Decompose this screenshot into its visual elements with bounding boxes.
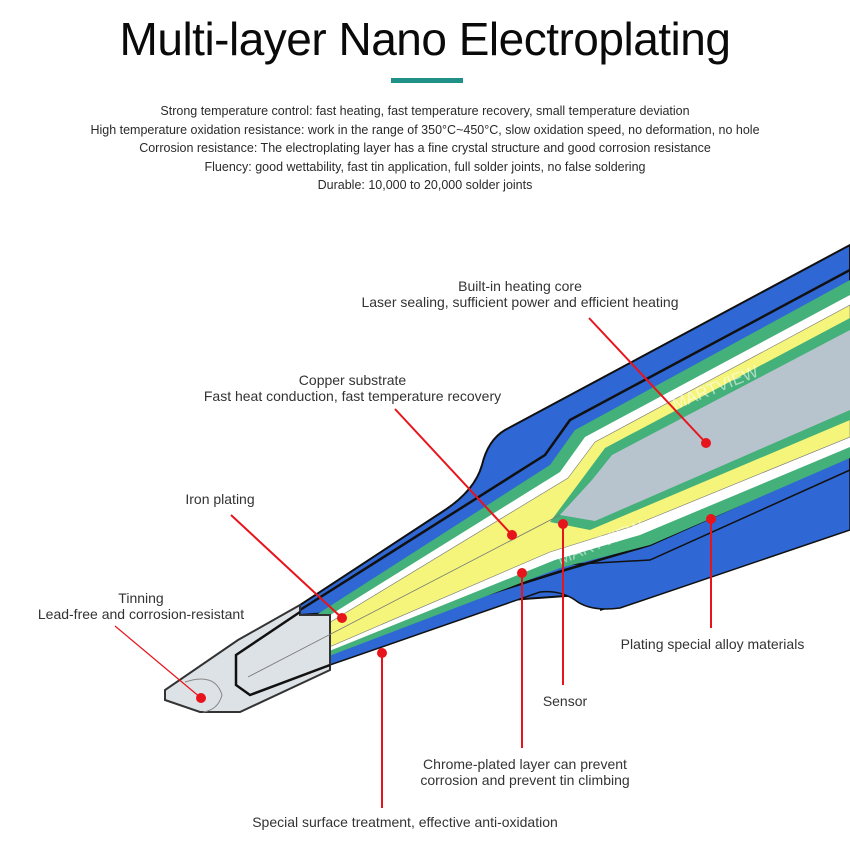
callout-dot-alloy — [706, 514, 716, 524]
callout-dot-tinning — [196, 693, 206, 703]
tinning-tip — [164, 603, 331, 713]
callout-sensor: Sensor — [525, 693, 605, 709]
callout-heating-core-desc: Laser sealing, sufficient power and effi… — [361, 294, 679, 310]
callout-heating-core: Built-in heating core Laser sealing, suf… — [300, 278, 740, 310]
callout-alloy: Plating special alloy materials — [590, 636, 835, 652]
callout-dot-sensor — [558, 519, 568, 529]
tip-centerline — [247, 514, 561, 678]
callout-surface: Special surface treatment, effective ant… — [200, 814, 610, 830]
title-underline — [391, 78, 463, 83]
callout-alloy-title: Plating special alloy materials — [620, 636, 805, 652]
feature-oxidation-resistance: High temperature oxidation resistance: w… — [90, 122, 760, 137]
callout-line-iron — [230, 514, 343, 619]
callout-copper-title: Copper substrate — [298, 372, 407, 388]
shell-inner-line — [299, 268, 850, 612]
callout-tinning: Tinning Lead-free and corrosion-resistan… — [0, 590, 282, 622]
callout-surface-title: Special surface treatment, effective ant… — [252, 814, 558, 830]
callout-chrome-title: Chrome-plated layer can prevent — [423, 756, 627, 772]
callout-tinning-desc: Lead-free and corrosion-resistant — [37, 606, 245, 622]
callout-chrome-desc: corrosion and prevent tin climbing — [420, 772, 630, 788]
feature-fluency: Fluency: good wettability, fast tin appl… — [204, 159, 646, 174]
callout-dot-chrome — [517, 568, 527, 578]
callout-chrome: Chrome-plated layer can prevent corrosio… — [380, 756, 670, 788]
callout-copper-desc: Fast heat conduction, fast temperature r… — [203, 388, 502, 404]
callout-dot-copper — [507, 530, 517, 540]
callout-heating-core-title: Built-in heating core — [458, 278, 582, 294]
callout-iron-title: Iron plating — [185, 491, 255, 507]
callout-tinning-title: Tinning — [118, 590, 164, 606]
heating-core — [560, 330, 850, 521]
callout-line-heating-core — [588, 317, 707, 444]
callout-dot-surface — [377, 648, 387, 658]
callout-sensor-title: Sensor — [542, 693, 588, 709]
tip-inner-outline — [234, 610, 331, 697]
page-title: Multi-layer Nano Electroplating — [119, 13, 731, 65]
feature-durable: Durable: 10,000 to 20,000 solder joints — [317, 178, 533, 192]
outer-shell-lower — [329, 469, 850, 667]
feature-temperature-control: Strong temperature control: fast heating… — [160, 104, 690, 118]
callout-dot-heating-core — [701, 438, 711, 448]
callout-iron: Iron plating — [170, 491, 270, 507]
callout-line-copper — [394, 408, 513, 536]
callout-dot-iron — [337, 613, 347, 623]
callout-copper: Copper substrate Fast heat conduction, f… — [150, 372, 555, 404]
callout-line-tinning — [114, 625, 202, 699]
tip-round-face — [184, 678, 223, 713]
feature-corrosion-resistance: Corrosion resistance: The electroplating… — [139, 141, 711, 155]
feature-list: Strong temperature control: fast heating… — [0, 102, 850, 195]
